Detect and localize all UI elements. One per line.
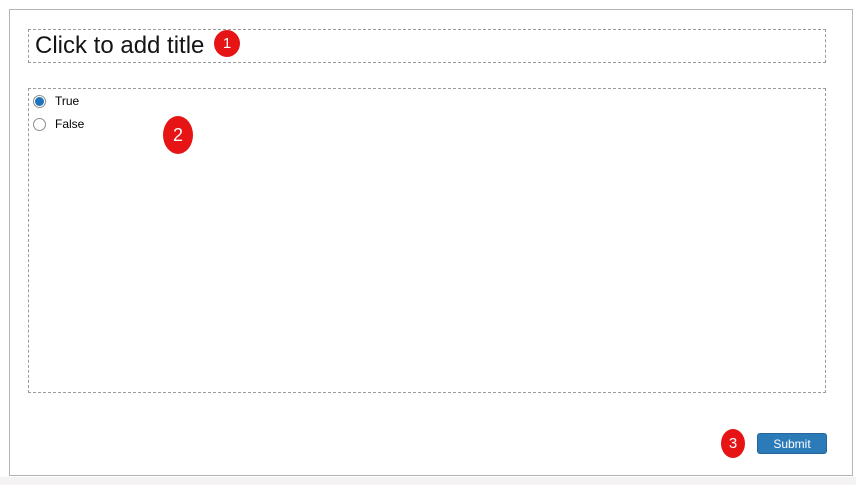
title-placeholder[interactable]: Click to add title [28,29,826,63]
radio-true-icon[interactable] [33,94,46,108]
answers-placeholder[interactable]: True False [28,88,826,393]
annotation-badge-2: 2 [163,116,193,154]
slide-canvas: Click to add title True False Submit 1 2… [9,9,853,476]
answer-label-true[interactable]: True [55,94,80,108]
submit-button[interactable]: Submit [757,433,827,454]
workspace-background-strip [0,477,856,485]
radio-false-icon[interactable] [33,117,46,131]
answer-option-true[interactable]: True [33,94,79,108]
answer-label-false[interactable]: False [55,117,85,131]
annotation-badge-1: 1 [214,30,240,57]
annotation-badge-3: 3 [721,429,745,458]
answer-option-false[interactable]: False [33,117,84,131]
